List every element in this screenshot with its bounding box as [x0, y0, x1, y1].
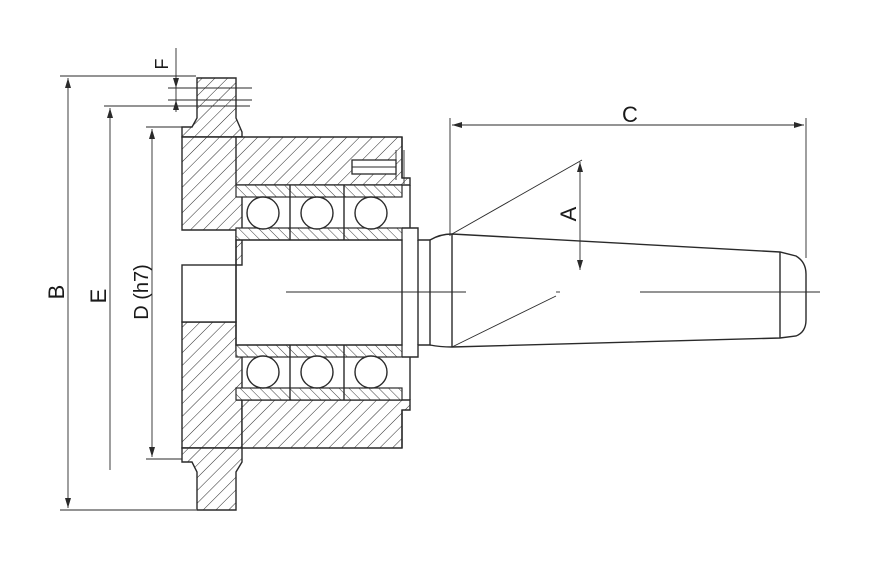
label-f: F — [152, 59, 172, 70]
ball-bottom-2 — [300, 355, 334, 389]
label-b: B — [44, 285, 69, 300]
set-screw — [351, 150, 405, 184]
flange — [181, 77, 243, 511]
dimension-b: B — [44, 75, 196, 511]
ball-top-3 — [354, 196, 388, 230]
taper-shank — [429, 233, 807, 348]
dimension-d: D (h7) — [131, 126, 182, 460]
label-d: D (h7) — [131, 264, 153, 320]
ball-top-1 — [246, 196, 280, 230]
label-a: A — [556, 206, 581, 221]
ball-top-2 — [300, 196, 334, 230]
dimension-c: C — [449, 102, 807, 258]
dimension-f: F — [152, 48, 252, 112]
label-c: C — [622, 102, 638, 127]
dimension-a: A — [451, 159, 583, 348]
bearing-balls — [246, 196, 388, 389]
ball-bottom-1 — [246, 355, 280, 389]
spindle — [235, 185, 431, 400]
housing — [235, 136, 411, 449]
label-e: E — [86, 289, 111, 304]
ball-bottom-3 — [354, 355, 388, 389]
